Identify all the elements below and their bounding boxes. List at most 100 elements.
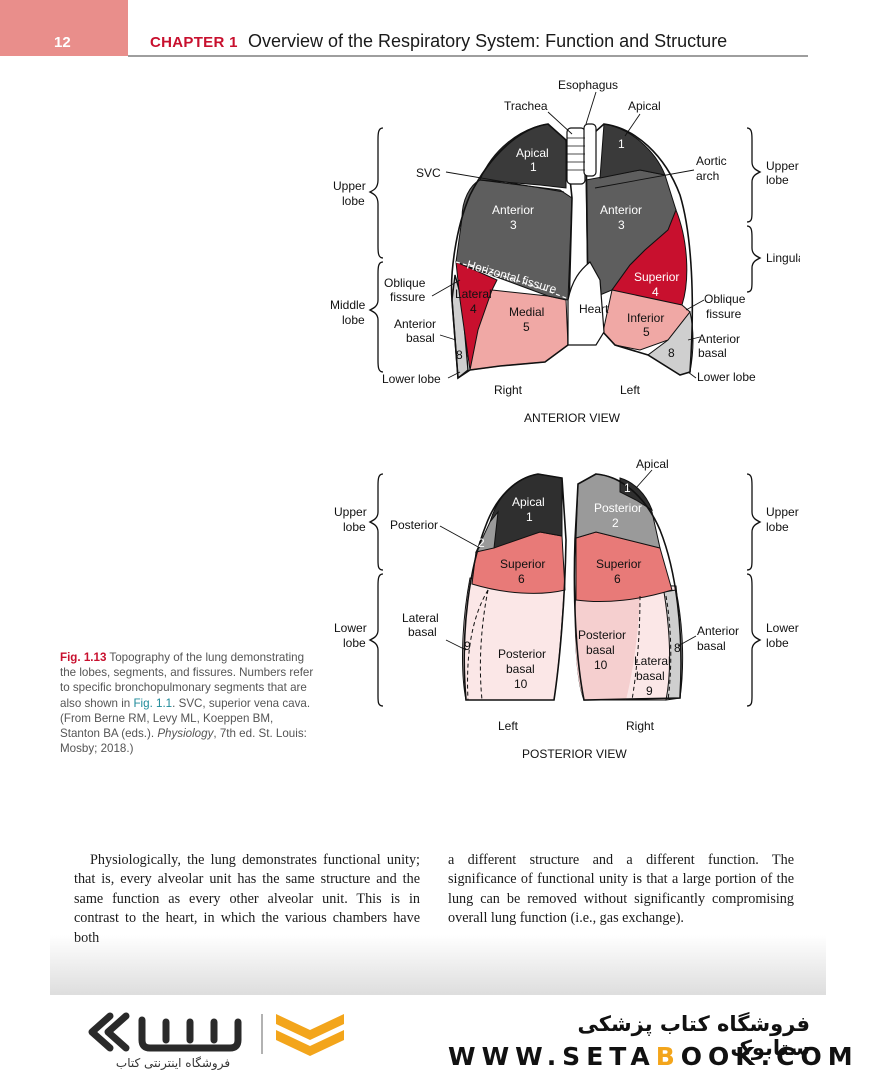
store-url-highlight: B xyxy=(655,1042,681,1071)
segment-apical-number: 1 xyxy=(526,510,533,524)
label-oblique-fissure: Oblique xyxy=(704,292,746,306)
label-middle-lobe: Middle xyxy=(330,298,366,312)
right-lung-lateral-segment xyxy=(455,261,498,371)
segment-medial-number: 5 xyxy=(523,320,530,334)
figure-reference-link[interactable]: Fig. 1.1 xyxy=(133,696,173,710)
lung-topography-figure: Esophagus Trachea Apical SVC Aortic arch… xyxy=(330,78,800,761)
label-upper-lobe: Upper xyxy=(334,505,367,519)
esophagus xyxy=(583,123,597,177)
label-lobe: lobe xyxy=(342,194,365,208)
segment-posterior-basal-number: 10 xyxy=(594,658,608,672)
segment-posterior-name: Posterior xyxy=(594,501,642,515)
segment-anterior-basal-number: 8 xyxy=(674,641,681,655)
label-left: Left xyxy=(620,383,641,397)
label-lobe: lobe xyxy=(343,636,366,650)
page-number: 12 xyxy=(54,34,71,51)
page-number-box xyxy=(0,0,128,56)
label-anterior-basal: Anterior xyxy=(697,624,739,638)
chapter-title: Overview of the Respiratory System: Func… xyxy=(248,31,728,51)
label-basal: basal xyxy=(408,625,437,639)
caption-journal: Physiology xyxy=(157,727,214,741)
label-basal: basal xyxy=(698,346,727,360)
store-name: فروشگاه کتاب پزشکی ستابوک xyxy=(577,1012,810,1060)
label-lateral-basal: Lateral xyxy=(402,611,439,625)
label-posterior: Posterior xyxy=(390,518,438,532)
segment-inferior-number: 5 xyxy=(643,325,650,339)
caption-text: , 7th ed. St. Louis: Mosby; 2018.) xyxy=(60,727,307,756)
body-paragraph-left: Physiologically, the lung demonstrates f… xyxy=(74,852,420,946)
segment-posterior-basal-name: basal xyxy=(586,643,615,657)
label-anterior-basal: Anterior xyxy=(394,317,436,331)
segment-apical-name: Apical xyxy=(512,495,545,509)
store-url-part: OOK.COM xyxy=(680,1042,859,1071)
segment-apical-number: 1 xyxy=(530,160,537,174)
segment-superior-number: 6 xyxy=(614,572,621,586)
trachea xyxy=(566,127,586,185)
label-esophagus: Esophagus xyxy=(558,78,618,92)
segment-inferior-name: Inferior xyxy=(627,311,664,325)
label-aortic: Aortic xyxy=(696,154,727,168)
segment-posterior-basal-number: 10 xyxy=(514,677,528,691)
heart xyxy=(567,261,605,346)
setabook-logo xyxy=(88,1012,344,1056)
segment-small-number: 1 xyxy=(624,481,631,495)
store-url[interactable]: WWW.SETABOOK.COM xyxy=(448,1042,859,1071)
label-trachea: Trachea xyxy=(504,99,548,113)
store-url-part: WWW.SETA xyxy=(448,1042,656,1071)
label-lobe: lobe xyxy=(766,636,789,650)
label-fissure: fissure xyxy=(390,290,426,304)
page-fade xyxy=(50,935,826,995)
segment-basal-number: 8 xyxy=(456,348,463,362)
segment-small-number: 2 xyxy=(478,536,485,550)
segment-posterior-number: 2 xyxy=(612,516,619,530)
segment-medial-name: Medial xyxy=(509,305,544,319)
segment-superior-number: 6 xyxy=(518,572,525,586)
segment-apical-number: 1 xyxy=(618,137,625,151)
label-upper-lobe: Upper xyxy=(333,179,366,193)
body-paragraph-right: a different structure and a different fu… xyxy=(448,852,794,927)
segment-posterior-basal-name: basal xyxy=(506,662,535,676)
label-apical: Apical xyxy=(628,99,661,113)
left-lung-outline xyxy=(585,123,694,376)
label-upper-lobe: Upper xyxy=(766,159,799,173)
label-anterior-basal: Anterior xyxy=(698,332,740,346)
label-basal: basal xyxy=(406,331,435,345)
posterior-view-title: POSTERIOR VIEW xyxy=(522,747,627,761)
chapter-label: CHAPTER 1 xyxy=(150,34,238,51)
label-lower-lobe: Lower xyxy=(334,621,367,635)
label-lower-lobe: Lower lobe xyxy=(697,370,756,384)
label-left: Left xyxy=(498,719,519,733)
posterior-view: Apical Upper lobe Upper lobe Lower lobe … xyxy=(334,457,799,761)
left-lung-superior-segment xyxy=(611,208,688,306)
segment-lateral-basal-name: basal xyxy=(636,669,665,683)
segment-lateral-number: 4 xyxy=(470,302,477,316)
segment-anterior-name: Anterior xyxy=(600,203,642,217)
label-lower-lobe: Lower xyxy=(766,621,799,635)
label-heart: Heart xyxy=(579,302,609,316)
segment-superior-name: Superior xyxy=(500,557,545,571)
segment-lateral-basal-number: 9 xyxy=(646,684,653,698)
label-fissure: fissure xyxy=(706,307,742,321)
label-lingula: Lingula xyxy=(766,251,800,265)
figure-caption: Fig. 1.13 Topography of the lung demonst… xyxy=(60,650,316,756)
segment-posterior-basal-name: Posterior xyxy=(578,628,626,642)
caption-text: . SVC, superior vena cava. (From Berne R… xyxy=(60,696,311,741)
label-right: Right xyxy=(626,719,655,733)
label-lobe: lobe xyxy=(766,520,789,534)
anterior-view-title: ANTERIOR VIEW xyxy=(524,411,621,425)
logo-subtitle: فروشگاه اینترنتی کتاب xyxy=(115,1056,231,1070)
segment-lateral-number: 9 xyxy=(464,639,471,653)
segment-anterior-name: Anterior xyxy=(492,203,534,217)
posterior-right-lung-outline xyxy=(573,473,682,701)
posterior-label-apical: Apical xyxy=(636,457,669,471)
segment-lateral-basal-name: Lateral xyxy=(634,654,671,668)
label-upper-lobe: Upper xyxy=(766,505,799,519)
label-basal: basal xyxy=(697,639,726,653)
posterior-right-lung-postbasal xyxy=(575,596,640,700)
segment-superior-name: Superior xyxy=(596,557,641,571)
label-lobe: lobe xyxy=(342,313,365,327)
segment-posterior-basal-name: Posterior xyxy=(498,647,546,661)
segment-basal-number: 8 xyxy=(668,346,675,360)
segment-superior-name: Superior xyxy=(634,270,679,284)
figure-label: Fig. 1.13 xyxy=(60,651,107,664)
